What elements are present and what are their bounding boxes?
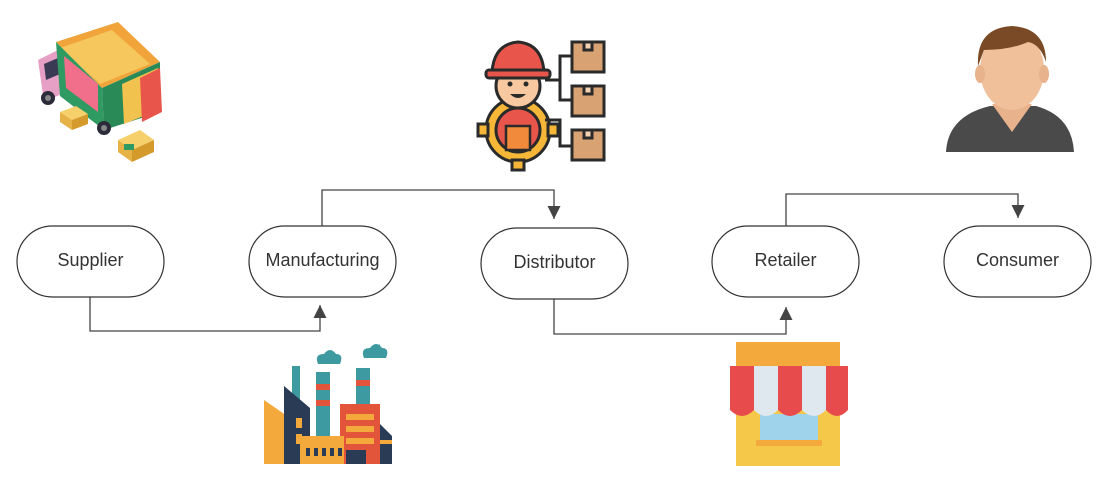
node-distributor: Distributor (480, 227, 629, 300)
warehouse-worker-icon (476, 40, 606, 172)
delivery-truck-icon (38, 22, 162, 162)
person-avatar-icon (946, 26, 1074, 152)
node-label: Manufacturing (265, 250, 379, 270)
node-label: Distributor (513, 252, 595, 272)
node-retailer: Retailer (711, 225, 860, 298)
connectors (89, 189, 1025, 335)
factory-icon (264, 344, 392, 464)
shop-storefront-icon (730, 342, 848, 466)
connector-manufacturing-distributor (321, 189, 561, 226)
node-manufacturing: Manufacturing (248, 225, 397, 298)
node-label: Consumer (976, 250, 1059, 270)
node-supplier: Supplier (16, 225, 165, 298)
connector-distributor-retailer (553, 299, 793, 335)
connector-retailer-consumer (785, 193, 1025, 226)
connector-supplier-manufacturing (89, 297, 327, 332)
node-label: Supplier (57, 250, 123, 270)
node-label: Retailer (754, 250, 816, 270)
node-consumer: Consumer (943, 225, 1092, 298)
